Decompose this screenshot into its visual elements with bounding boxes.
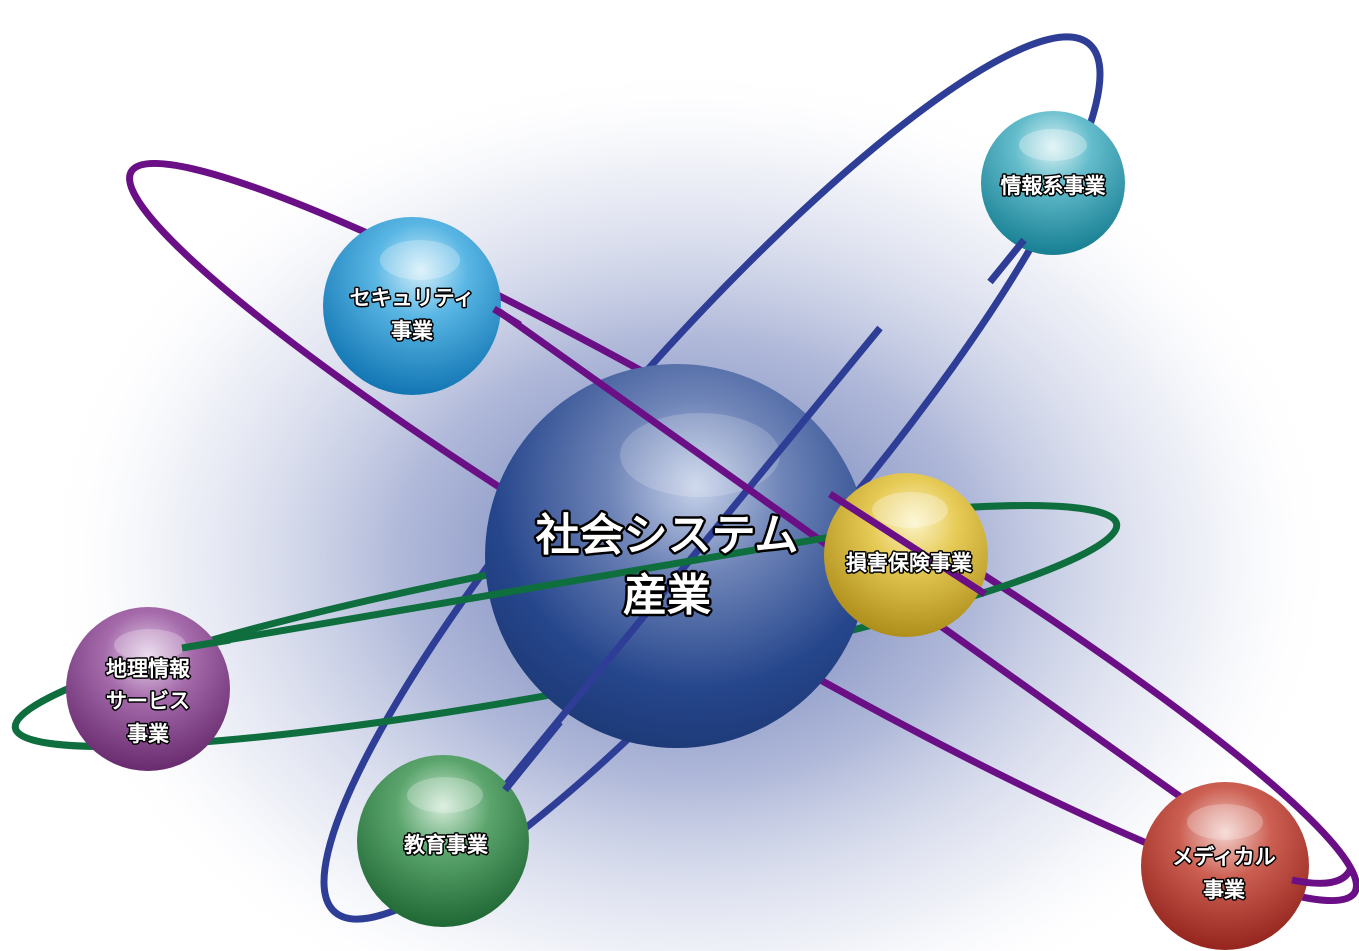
geo-label-line1: 地理情報 (106, 657, 191, 681)
center-label-line1: 社会システム (536, 510, 799, 561)
orbit-purple-front-medical (1291, 868, 1354, 887)
center-label-line2: 産業 (623, 570, 711, 621)
insurance-label-line1: 損害保険事業 (846, 551, 973, 575)
orbit-blue-front-info (987, 237, 1027, 285)
security-node: セキュリティ 事業 (323, 217, 501, 395)
medical-label-line1: メディカル (1172, 845, 1276, 869)
security-label-line2: 事業 (391, 319, 434, 343)
education-node (357, 755, 529, 927)
orbit-blue-front-education (502, 719, 563, 793)
orbit-green-front-geo (181, 636, 231, 652)
info-label-line1: 情報系事業 (1001, 174, 1107, 198)
medical-label-line2: 事業 (1203, 878, 1246, 902)
security-label-line1: セキュリティ (350, 286, 475, 310)
info-node: 情報系事業 (981, 111, 1125, 255)
education-label-line1: 教育事業 (404, 833, 489, 857)
orbit-purple-front-insurance (828, 491, 987, 597)
geo-label-line2: サービス (106, 689, 190, 713)
orbit-purple-front-security (492, 306, 522, 328)
geo-label-line3: 事業 (127, 722, 170, 746)
medical-node (1141, 782, 1309, 950)
